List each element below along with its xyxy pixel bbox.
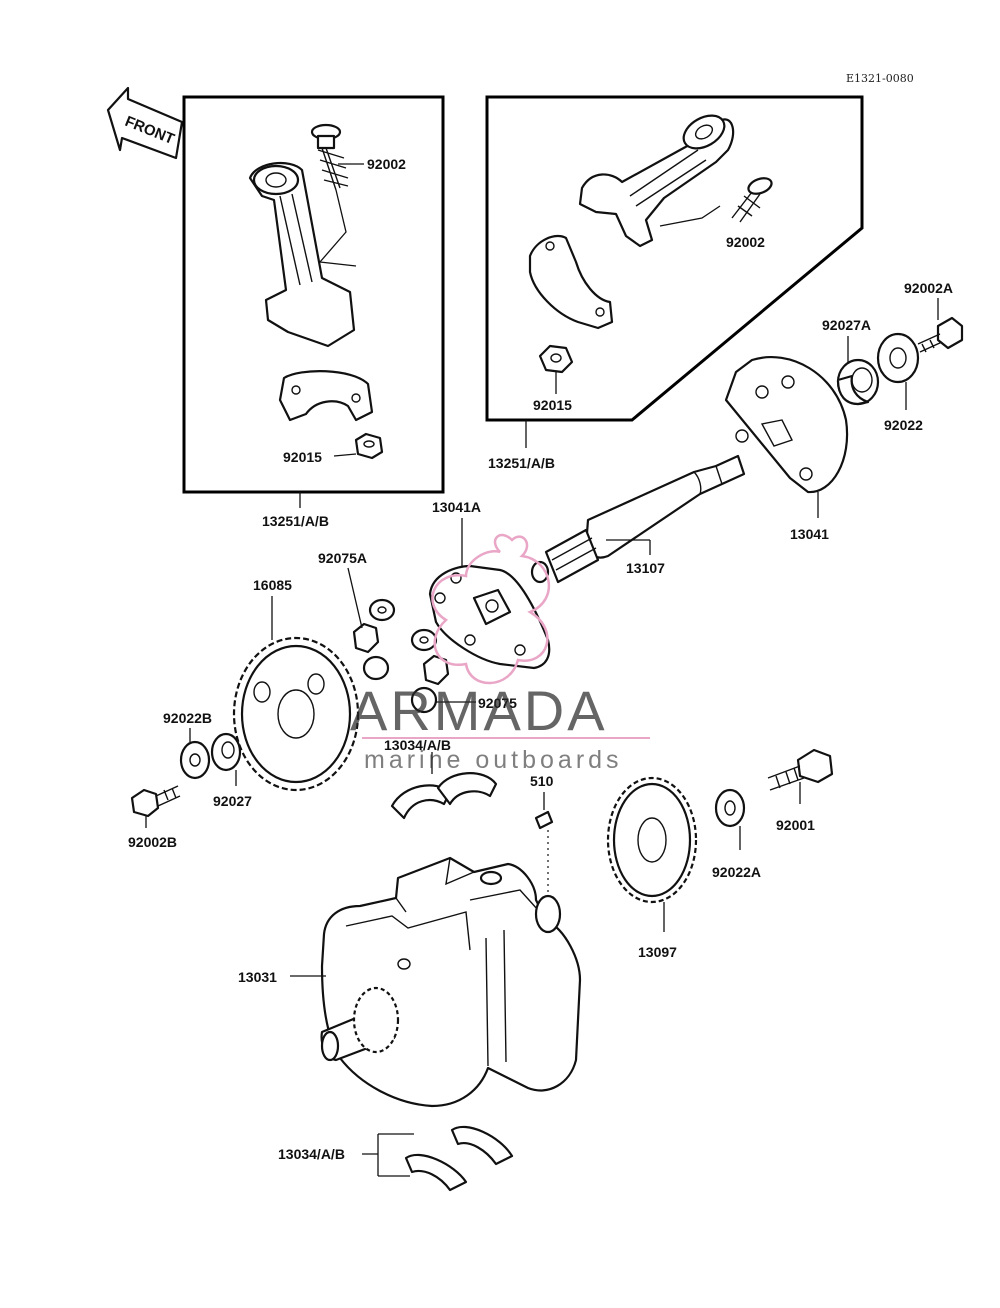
label-13251-right: 13251/A/B (488, 455, 555, 471)
bearing-shells-lower (404, 1125, 514, 1192)
label-510: 510 (530, 773, 554, 789)
label-92022B: 92022B (163, 710, 212, 726)
label-92022: 92022 (884, 417, 923, 433)
connecting-rod-box-left (182, 95, 445, 494)
washer-92022 (876, 332, 920, 384)
label-92002A: 92002A (904, 280, 953, 296)
label-92075: 92075 (478, 695, 517, 711)
connecting-rod-right (528, 114, 773, 374)
watermark: ARMADA marine outboards (350, 533, 650, 774)
label-92022A: 92022A (712, 864, 761, 880)
balancer-weight (724, 355, 849, 494)
label-13097: 13097 (638, 944, 677, 960)
key-510 (534, 810, 554, 830)
washer-92022B (179, 740, 211, 780)
crankshaft (320, 856, 582, 1108)
label-13041: 13041 (790, 526, 829, 542)
bearing-shells-upper (390, 772, 498, 820)
label-92001: 92001 (776, 817, 815, 833)
label-13034-top: 13034/A/B (384, 737, 451, 753)
label-16085: 16085 (253, 577, 292, 593)
bolt-92002A (917, 316, 964, 353)
watermark-logo-outline (431, 533, 551, 685)
label-92015-right: 92015 (533, 397, 572, 413)
connecting-rod-left (248, 123, 384, 460)
collar-92027 (210, 732, 242, 772)
watermark-brand: ARMADA (350, 679, 608, 742)
label-92027A: 92027A (822, 317, 871, 333)
washer-92022A (714, 788, 746, 828)
gear-13097 (606, 776, 698, 904)
label-92027: 92027 (213, 793, 252, 809)
balancer-shaft (530, 454, 746, 584)
label-92075A: 92075A (318, 550, 367, 566)
watermark-tagline: marine outboards (364, 746, 623, 774)
gear-16085 (232, 636, 360, 792)
balancer-weight-13041A (428, 564, 551, 670)
label-13034-bottom: 13034/A/B (278, 1146, 345, 1162)
label-92002-right: 92002 (726, 234, 765, 250)
label-13041A: 13041A (432, 499, 481, 515)
collar-92027A (836, 358, 880, 406)
label-92002-left: 92002 (367, 156, 406, 172)
small-gears-92075 (352, 598, 450, 714)
bolt-92001 (767, 748, 834, 791)
label-13107: 13107 (626, 560, 665, 576)
label-13251-left: 13251/A/B (262, 513, 329, 529)
label-92002B: 92002B (128, 834, 177, 850)
label-13031: 13031 (238, 969, 277, 985)
bolt-92002B (130, 785, 181, 818)
diagram-code: E1321-0080 (846, 72, 914, 85)
connecting-rod-box-right (485, 95, 864, 422)
label-92015-left: 92015 (283, 449, 322, 465)
front-arrow: FRONT (106, 86, 184, 160)
